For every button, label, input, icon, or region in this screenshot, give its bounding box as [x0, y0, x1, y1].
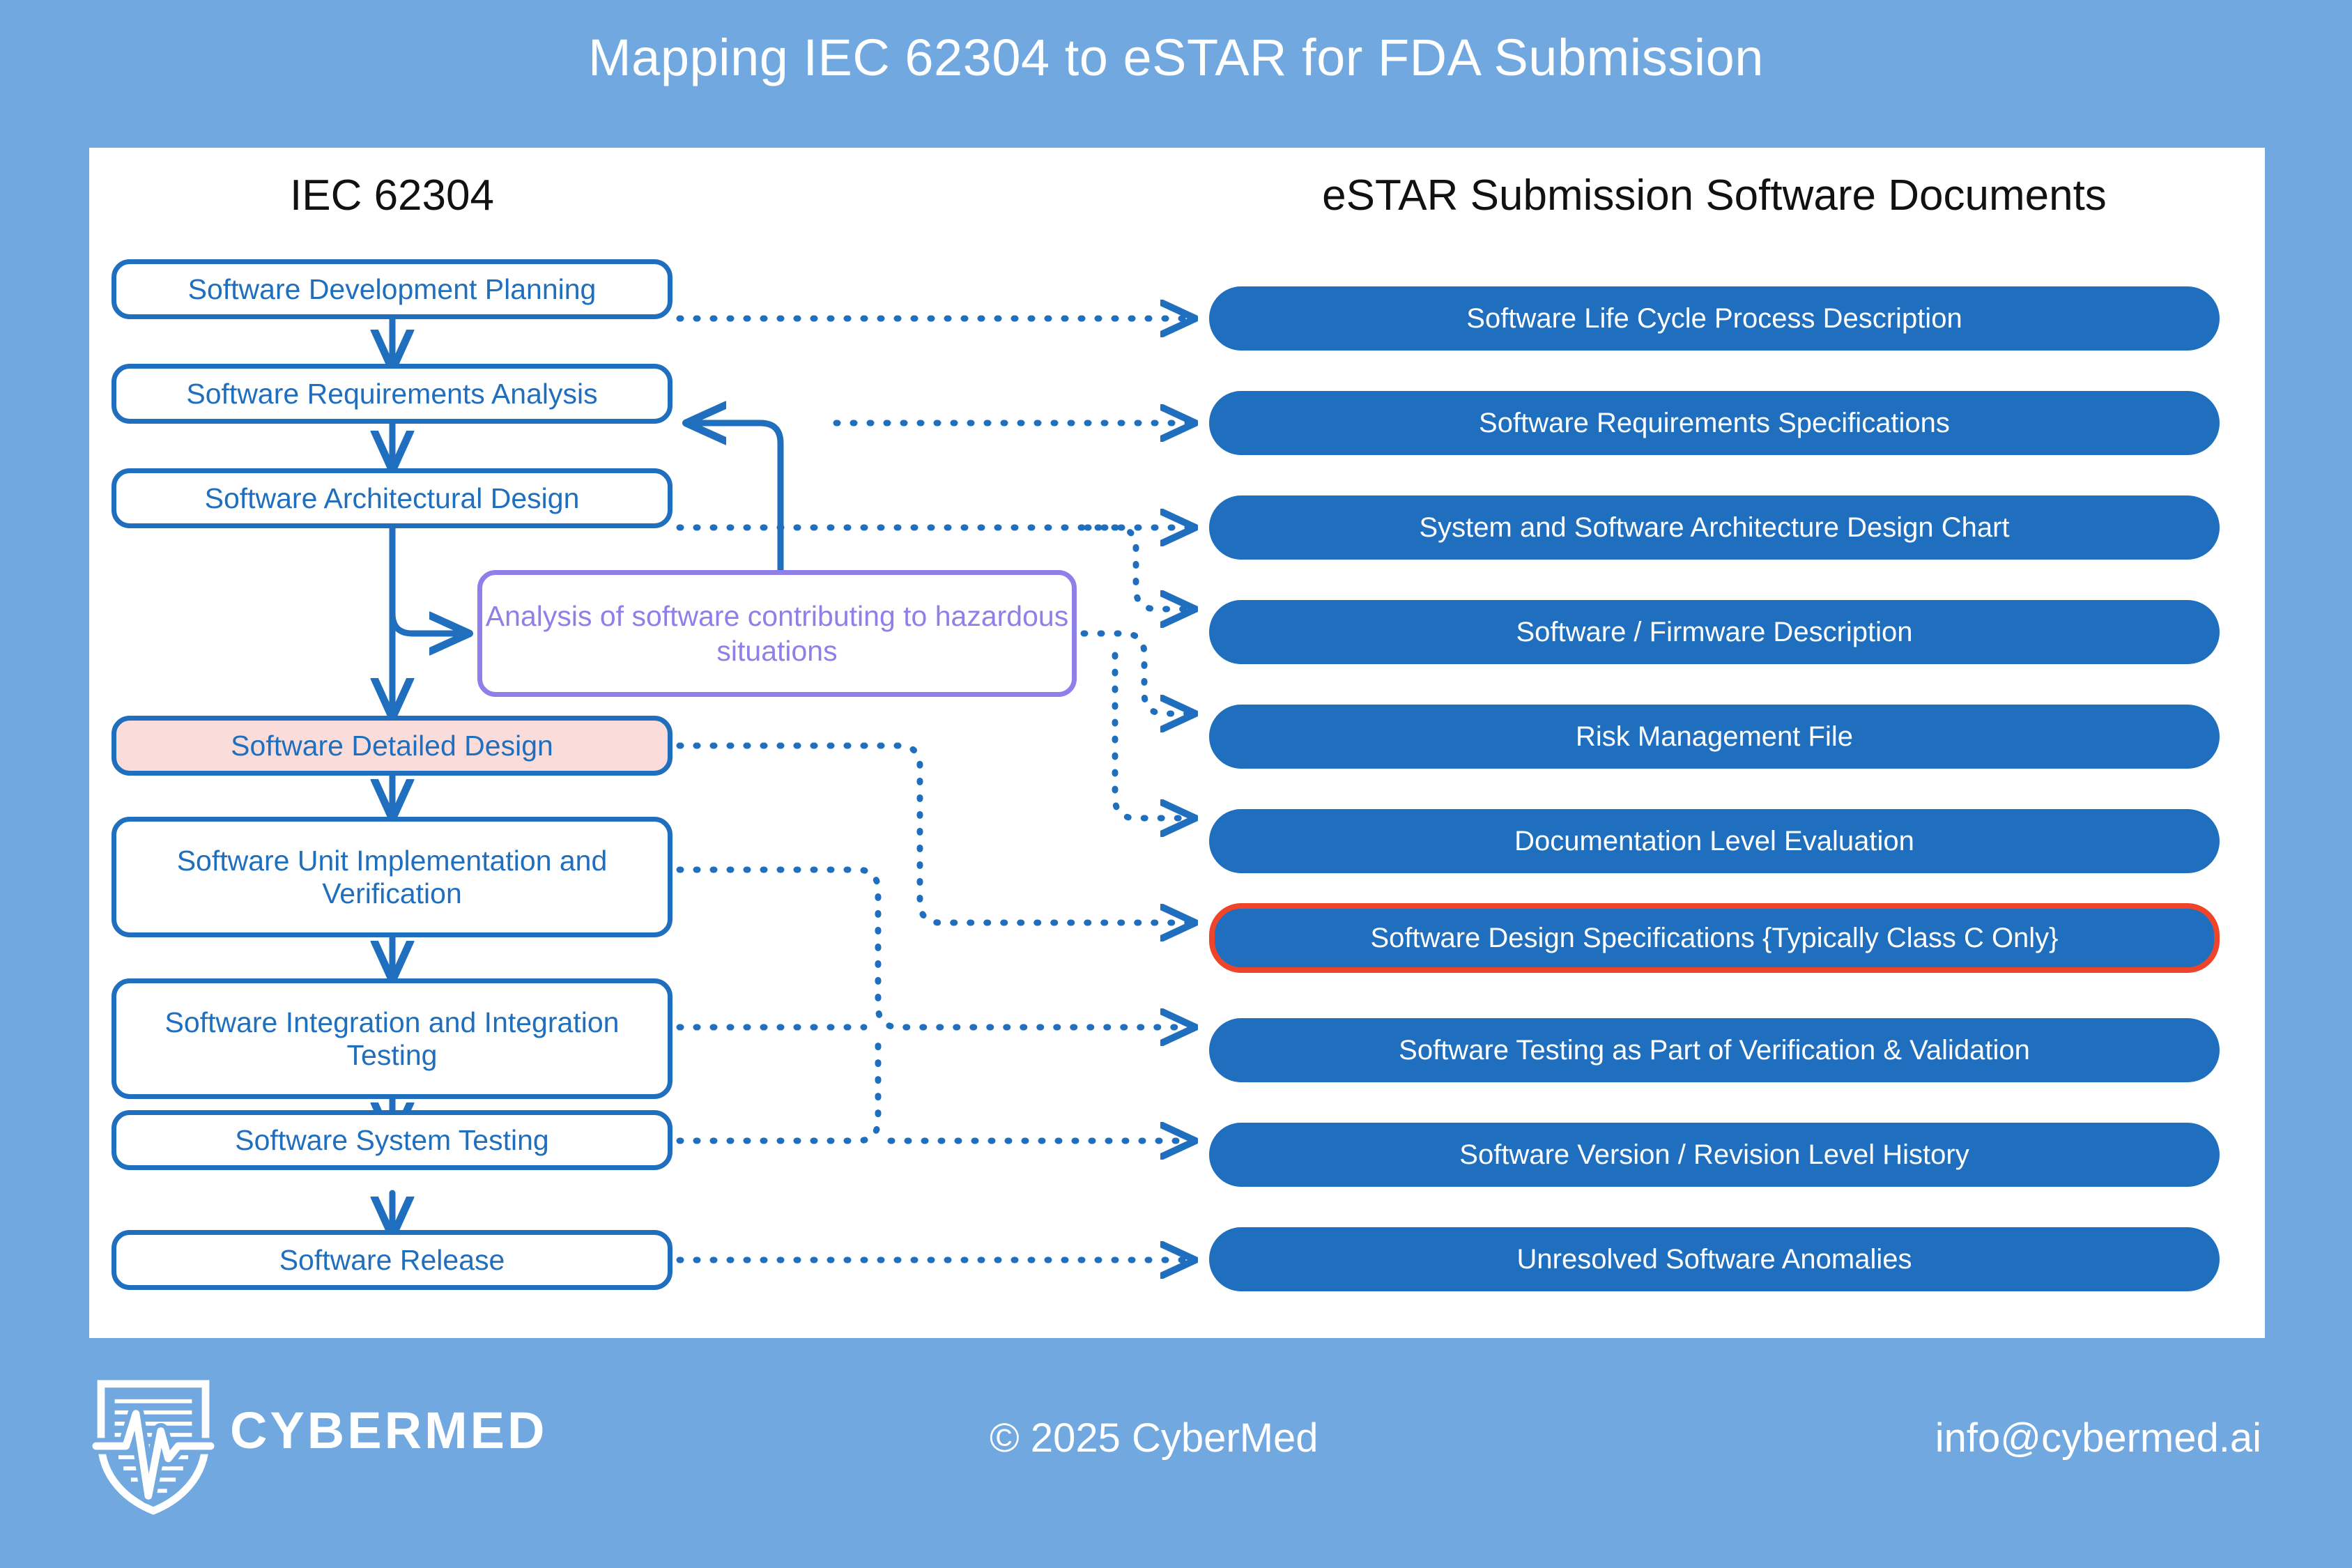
document-pill-software-requirements-specifications[interactable]: Software Requirements Specifications [1209, 391, 2220, 455]
process-label: Software Requirements Analysis [186, 377, 598, 410]
process-box-software-architectural-design[interactable]: Software Architectural Design [112, 468, 672, 528]
process-label: Software System Testing [235, 1123, 549, 1156]
feedback-arrow-to-requirements [689, 423, 784, 574]
document-pill-software-life-cycle-process-description[interactable]: Software Life Cycle Process Description [1209, 286, 2220, 351]
column-heading-iec: IEC 62304 [290, 171, 494, 220]
document-pill-documentation-level-evaluation[interactable]: Documentation Level Evaluation [1209, 809, 2220, 873]
document-label: Documentation Level Evaluation [1514, 826, 1914, 856]
map-wire-arch-branch-firmware [676, 524, 1193, 609]
document-pill-risk-management-file[interactable]: Risk Management File [1209, 705, 2220, 769]
document-label: Software Testing as Part of Verification… [1399, 1035, 2030, 1066]
process-box-software-requirements-analysis[interactable]: Software Requirements Analysis [112, 364, 672, 424]
document-pill-software-firmware-description[interactable]: Software / Firmware Description [1209, 600, 2220, 664]
process-label: Software Detailed Design [231, 729, 553, 762]
document-pill-system-and-software-architecture-design-chart[interactable]: System and Software Architecture Design … [1209, 495, 2220, 560]
process-box-software-unit-implementation-and-verification[interactable]: Software Unit Implementation and Verific… [112, 817, 672, 937]
document-label: Software Requirements Specifications [1479, 408, 1950, 438]
document-label: Software / Firmware Description [1516, 617, 1913, 647]
copyright-text: © 2025 CyberMed [990, 1415, 1319, 1461]
document-label: Software Life Cycle Process Description [1466, 303, 1962, 334]
document-label: Software Version / Revision Level Histor… [1459, 1139, 1969, 1170]
flow-arrow-to-hazard [389, 561, 467, 633]
process-label: Software Release [279, 1243, 505, 1276]
page-title: Mapping IEC 62304 to eSTAR for FDA Submi… [588, 29, 1764, 86]
document-label: Unresolved Software Anomalies [1516, 1244, 1912, 1275]
map-wire-unit-to-testing [676, 866, 1193, 1027]
document-pill-software-version-revision-level-history[interactable]: Software Version / Revision Level Histor… [1209, 1123, 2220, 1187]
hazard-analysis-note[interactable]: Analysis of software contributing to haz… [477, 570, 1077, 697]
process-box-software-system-testing[interactable]: Software System Testing [112, 1110, 672, 1170]
process-box-software-development-planning[interactable]: Software Development Planning [112, 259, 672, 319]
process-label: Software Integration and Integration Tes… [164, 1006, 620, 1071]
document-pill-unresolved-software-anomalies[interactable]: Unresolved Software Anomalies [1209, 1227, 2220, 1291]
process-label: Software Architectural Design [204, 482, 580, 514]
document-pill-software-design-specifications[interactable]: Software Design Specifications {Typicall… [1209, 903, 2220, 973]
shield-ekg-logo-icon [91, 1380, 216, 1515]
process-box-software-integration-and-integration-testing[interactable]: Software Integration and Integration Tes… [112, 978, 672, 1099]
process-box-software-detailed-design[interactable]: Software Detailed Design [112, 716, 672, 776]
document-label: Risk Management File [1576, 721, 1853, 752]
map-wire-detailed-to-designspec [676, 742, 1193, 923]
process-box-software-release[interactable]: Software Release [112, 1230, 672, 1290]
hazard-note-label: Analysis of software contributing to haz… [485, 599, 1069, 667]
map-wire-hazard-to-doclevel [1112, 652, 1193, 818]
document-label: Software Design Specifications {Typicall… [1370, 923, 2059, 953]
map-wire-system-to-testing [676, 1042, 882, 1144]
process-label: Software Development Planning [187, 272, 597, 305]
document-label: System and Software Architecture Design … [1419, 512, 2010, 543]
map-wire-hazard-to-risk [1080, 630, 1193, 714]
document-pill-software-testing-verification-validation[interactable]: Software Testing as Part of Verification… [1209, 1018, 2220, 1082]
process-label: Software Unit Implementation and Verific… [176, 844, 608, 909]
brand-name: CYBERMED [230, 1401, 548, 1459]
contact-email[interactable]: info@cybermed.ai [1935, 1415, 2261, 1461]
column-heading-estar: eSTAR Submission Software Documents [1322, 171, 2107, 220]
